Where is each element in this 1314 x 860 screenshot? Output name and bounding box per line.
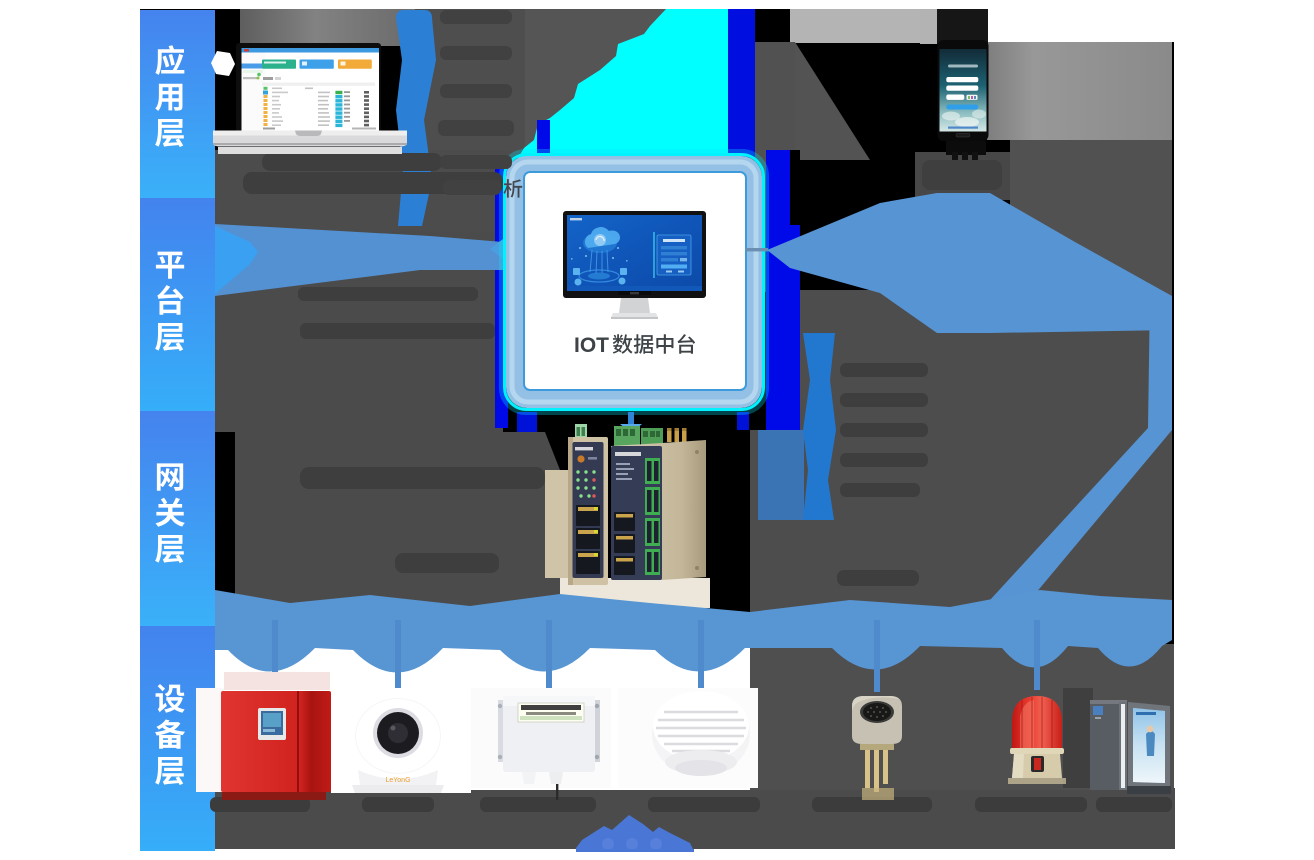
svg-text:LeYonG: LeYonG bbox=[385, 777, 410, 784]
svg-text:IOT: IOT bbox=[574, 334, 609, 357]
